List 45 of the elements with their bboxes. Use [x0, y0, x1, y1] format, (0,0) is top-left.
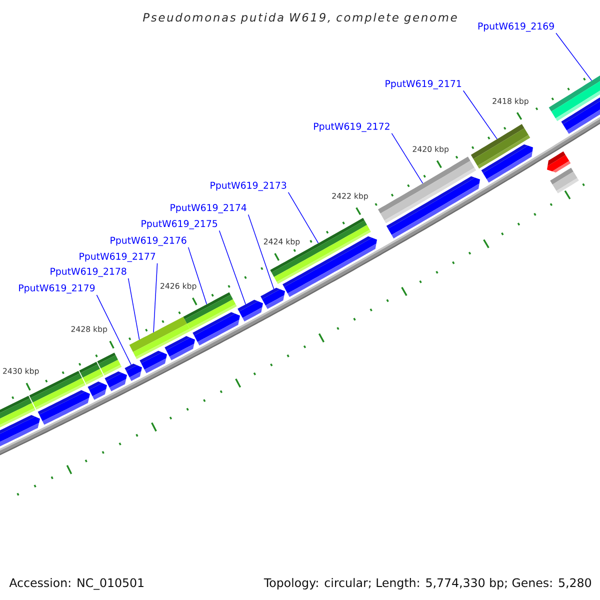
gene-label: PputW619_2171	[386, 80, 462, 90]
gene-bar	[164, 336, 195, 360]
gene-bar	[378, 156, 476, 224]
gene-bar	[88, 382, 107, 400]
gene-bar	[104, 371, 127, 392]
gene-bar	[183, 292, 237, 331]
leader-line	[556, 32, 592, 82]
gene-bar	[238, 300, 263, 322]
gene-label: PputW619_2174	[170, 204, 246, 214]
gene-bar	[0, 396, 36, 428]
gene-bar	[38, 390, 90, 425]
gene-label: PputW619_2176	[110, 236, 186, 246]
gene-bar	[548, 75, 600, 122]
gene-bar	[97, 352, 122, 376]
leader-line	[128, 278, 140, 340]
gene-label: PputW619_2179	[19, 284, 95, 294]
gene-label: PputW619_2175	[142, 220, 218, 230]
gene-bar	[470, 124, 530, 169]
leader-line	[462, 90, 498, 140]
footer-text: Topology: circular; Length: 5,774,330 bp; Genes: 5,280	[264, 578, 592, 590]
gene-bar	[547, 151, 571, 172]
gene-bar	[0, 414, 40, 446]
gene-bar	[140, 350, 167, 374]
gene-bar	[561, 97, 600, 134]
leader-line	[391, 132, 424, 184]
gene-bar	[386, 176, 480, 238]
leader-line	[96, 294, 132, 366]
gene-bar	[260, 288, 285, 310]
gene-bar	[481, 144, 533, 183]
gene-bar	[79, 362, 104, 385]
gene-label: PputW619_2177	[80, 252, 156, 262]
title: Pseudomonas putida W619, complete genome	[142, 12, 457, 24]
gene-label: PputW619_2173	[210, 182, 286, 191]
gene-label: PputW619_2178	[50, 268, 126, 277]
gene-bar	[129, 316, 191, 360]
leader-line	[153, 262, 158, 333]
gene-bar	[282, 236, 377, 297]
gene-label: PputW619_2172	[314, 122, 390, 132]
leader-line	[288, 192, 319, 244]
gene-bar	[124, 364, 142, 381]
gene-bar	[192, 312, 240, 346]
footer-text: Accession: NC_010501	[9, 578, 144, 590]
gene-bar	[550, 168, 579, 194]
gene-label: PputW619_2169	[478, 22, 554, 32]
leader-line	[188, 246, 208, 305]
